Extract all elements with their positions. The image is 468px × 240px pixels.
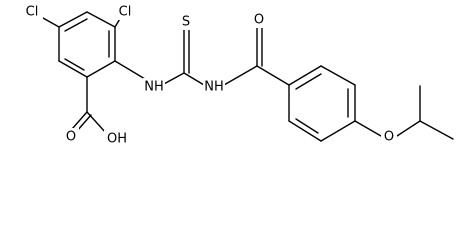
ring-a bbox=[58, 11, 116, 78]
label-mask bbox=[143, 78, 165, 94]
double-bond-inner bbox=[76, 114, 92, 132]
bond bbox=[86, 60, 116, 78]
amine-nh-right: NH bbox=[204, 80, 224, 95]
double-bond-inner bbox=[295, 73, 322, 90]
carboxylic-acid-group bbox=[71, 76, 107, 134]
bond bbox=[86, 11, 116, 28]
ring-b bbox=[288, 65, 356, 142]
amide-group bbox=[223, 26, 290, 86]
amide-oxygen-atom: O bbox=[254, 13, 264, 28]
bond bbox=[42, 17, 60, 28]
ether-oxygen-atom: O bbox=[384, 130, 394, 145]
double-bond-inner bbox=[64, 58, 85, 71]
chemical-structure: Cl Cl S NH NH O O O OH bbox=[21, 3, 454, 147]
label-mask bbox=[179, 13, 193, 30]
bond bbox=[86, 111, 107, 134]
acid-hydroxyl-group: OH bbox=[107, 132, 127, 147]
label-mask bbox=[203, 78, 225, 94]
bond bbox=[58, 60, 88, 78]
bond bbox=[114, 60, 146, 80]
bond bbox=[320, 120, 356, 142]
chlorine-atom-left: Cl bbox=[26, 5, 39, 20]
bond bbox=[183, 72, 205, 86]
isopropoxy-group bbox=[354, 85, 454, 140]
bond bbox=[223, 65, 258, 86]
bond bbox=[288, 120, 322, 142]
bond bbox=[58, 11, 88, 28]
bond bbox=[320, 65, 356, 86]
bond bbox=[288, 65, 322, 86]
bond bbox=[396, 120, 421, 137]
bond bbox=[161, 72, 185, 86]
bond bbox=[419, 120, 454, 140]
label-mask bbox=[252, 11, 266, 28]
bond bbox=[354, 120, 382, 137]
double-bond-inner bbox=[64, 18, 88, 32]
bond bbox=[256, 65, 290, 86]
label-mask bbox=[21, 3, 43, 20]
label-mask bbox=[63, 128, 79, 145]
acid-carbonyl-oxygen-atom: O bbox=[66, 130, 76, 145]
thiourea-linker bbox=[114, 28, 205, 86]
amine-nh-left: NH bbox=[144, 80, 164, 95]
label-mask bbox=[113, 3, 135, 20]
label-mask bbox=[381, 128, 397, 145]
chlorine-atom-right: Cl bbox=[119, 5, 132, 20]
sulfur-atom: S bbox=[182, 15, 190, 30]
label-mask bbox=[104, 130, 128, 147]
bond bbox=[71, 111, 88, 130]
double-bond-inner bbox=[295, 118, 319, 134]
